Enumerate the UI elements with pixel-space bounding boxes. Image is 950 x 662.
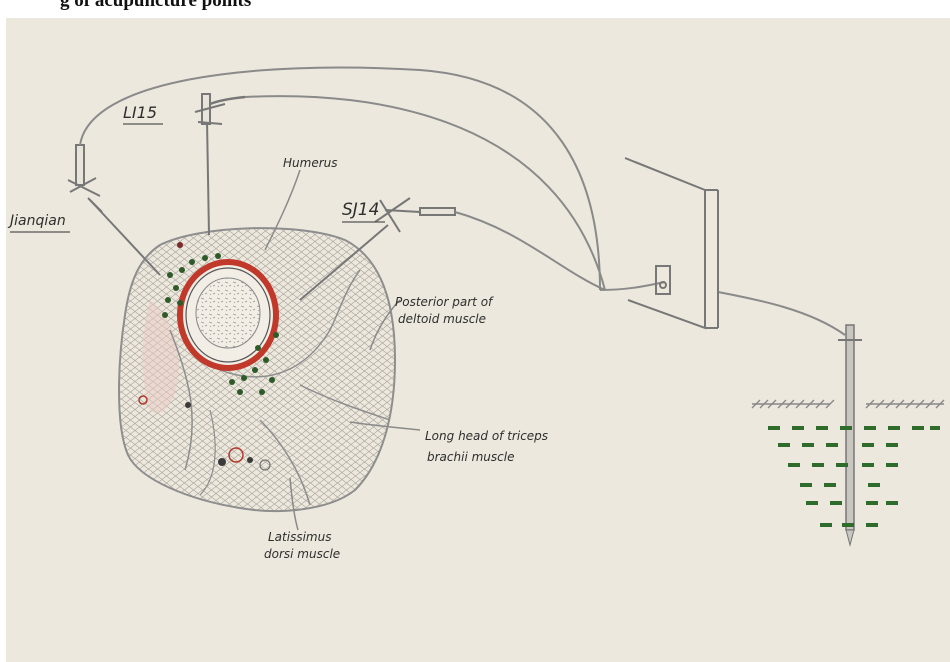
ground-rod xyxy=(752,325,944,545)
label-li15: LI15 xyxy=(123,103,157,122)
needle-jianqian xyxy=(68,145,160,275)
label-triceps-2: brachii muscle xyxy=(427,450,514,464)
label-humerus: Humerus xyxy=(283,156,338,170)
label-latissimus-1: Latissimus xyxy=(268,530,331,544)
arm-cross-section xyxy=(119,228,395,511)
label-latissimus-2: dorsi muscle xyxy=(264,547,340,561)
label-posterior-deltoid-2: deltoid muscle xyxy=(398,312,486,326)
needle-li15 xyxy=(195,94,245,235)
electro-stimulator xyxy=(625,158,718,328)
humerus-marrow xyxy=(196,278,260,348)
label-sj14: SJ14 xyxy=(342,200,379,220)
label-posterior-deltoid-1: Posterior part of xyxy=(395,295,494,309)
label-triceps-1: Long head of triceps xyxy=(425,429,548,443)
label-jianqian: Jianqian xyxy=(7,213,66,229)
